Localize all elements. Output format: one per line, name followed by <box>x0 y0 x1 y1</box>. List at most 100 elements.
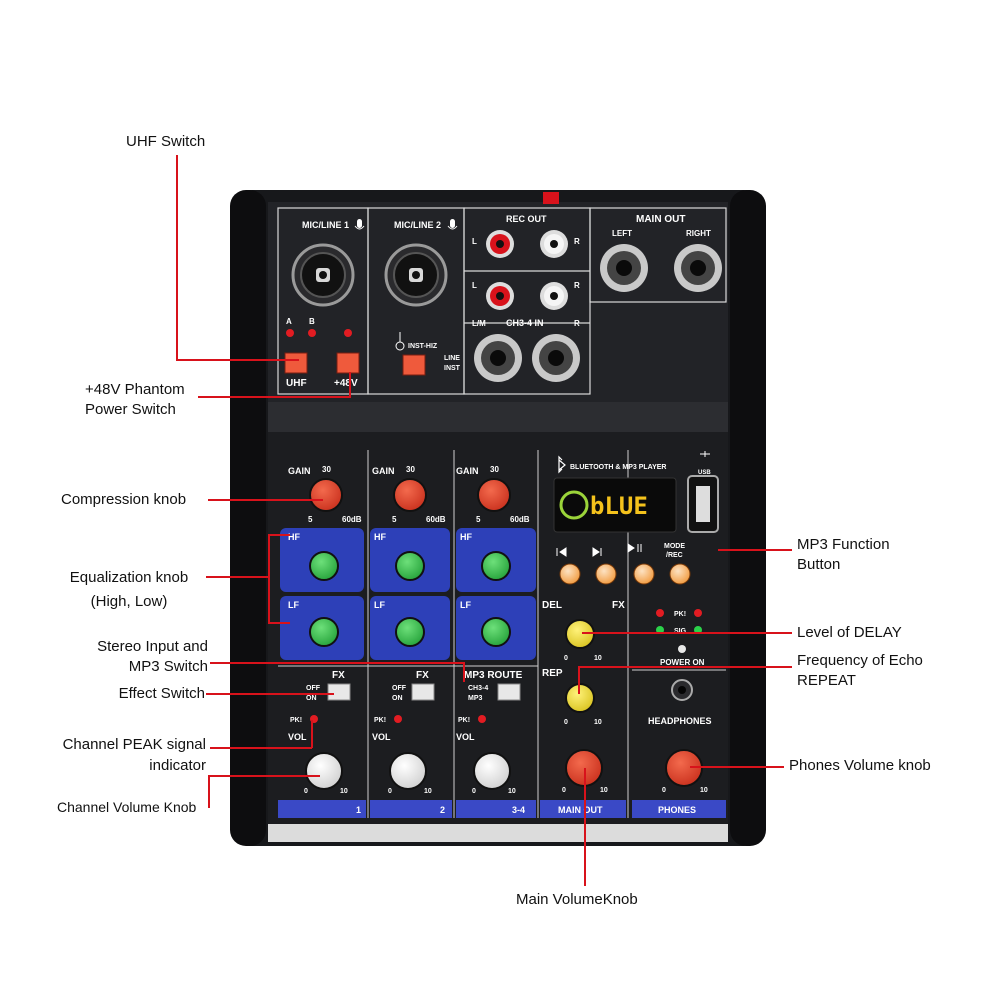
rca-in-right[interactable] <box>540 282 568 310</box>
vol10-ch2: 10 <box>424 788 432 795</box>
gain-30-ch2: 30 <box>406 465 415 474</box>
play-pause-icon <box>627 543 642 553</box>
main-out-label: MAIN OUT <box>636 214 685 225</box>
rep-0: 0 <box>564 719 568 726</box>
callout-phantom-line2: Power Switch <box>85 401 176 418</box>
rca-rec-out-right[interactable] <box>540 230 568 258</box>
callout-peak-line2: indicator <box>149 757 206 774</box>
line-inst-switch[interactable] <box>402 354 426 376</box>
led-a-label: A <box>286 317 292 326</box>
lf-label-ch1: LF <box>288 600 299 610</box>
leader-volume-v <box>208 775 210 807</box>
gain-5-ch2: 5 <box>392 515 397 524</box>
lf-label-ch34: LF <box>460 600 471 610</box>
mic-icon <box>354 219 365 230</box>
strip-ch34 <box>456 800 536 818</box>
leader-volume-h <box>208 775 320 777</box>
eq-hf-knob-ch1[interactable] <box>309 551 339 581</box>
eq-lf-knob-ch2[interactable] <box>395 617 425 647</box>
mv-10: 10 <box>600 787 608 794</box>
play-pause-button[interactable] <box>633 563 655 585</box>
bottom-edge <box>268 824 728 842</box>
fx-switch-ch2[interactable] <box>411 683 435 701</box>
bt-title: BLUETOOTH & MP3 PLAYER <box>570 464 666 471</box>
leader-stereo-h <box>210 662 465 664</box>
mp3-display <box>553 477 677 533</box>
strip-label-2: 2 <box>440 805 445 815</box>
jack-ch34-right[interactable] <box>532 334 580 382</box>
jack-main-left[interactable] <box>600 244 648 292</box>
strip-label-1: 1 <box>356 805 361 815</box>
callout-eq: Equalization knob (High, Low) <box>54 568 204 612</box>
vol-knob-ch1[interactable] <box>305 752 343 790</box>
gain-60-ch2: 60dB <box>426 515 446 524</box>
repeat-knob[interactable] <box>565 683 595 713</box>
delay-knob[interactable] <box>565 619 595 649</box>
callout-stereo-line2: MP3 Switch <box>128 658 208 675</box>
fx-off-ch2: OFF <box>392 685 407 692</box>
front-grid <box>278 450 629 818</box>
jack-main-right[interactable] <box>674 244 722 292</box>
uhf-switch[interactable] <box>284 352 308 374</box>
rec-label: /REC <box>666 552 683 559</box>
gain-knob-ch34[interactable] <box>477 478 511 512</box>
mode-rec-button[interactable] <box>669 563 691 585</box>
display-text: bLUE <box>590 492 648 520</box>
next-icon <box>592 547 602 557</box>
fx-label-ch2: FX <box>416 670 429 681</box>
eq-lf-knob-ch1[interactable] <box>309 617 339 647</box>
leader-mp3-function <box>718 549 792 551</box>
guitar-icon <box>395 332 405 351</box>
callout-phantom: +48V Phantom Power Switch <box>85 380 185 420</box>
vol-knob-ch2[interactable] <box>389 752 427 790</box>
gain-30-ch1: 30 <box>322 465 331 474</box>
inst-hiz-label: INST-HIZ <box>408 343 438 350</box>
p48-label: +48V <box>334 378 358 389</box>
fx-switch-ch1[interactable] <box>327 683 351 701</box>
gain-label-ch34: GAIN <box>456 466 479 476</box>
jack-ch34-left[interactable] <box>474 334 522 382</box>
headphones-jack[interactable] <box>671 679 693 701</box>
leader-volume-dot <box>208 806 210 808</box>
callout-ch-volume: Channel Volume Knob <box>57 799 197 815</box>
strip-ch1 <box>278 800 366 818</box>
sig-label: SIG <box>674 628 687 635</box>
in-l-label: L <box>472 281 477 290</box>
xlr-jack-1[interactable] <box>291 243 355 307</box>
vol10-ch34: 10 <box>508 788 516 795</box>
top-clip <box>543 192 559 204</box>
xlr-jack-2[interactable] <box>384 243 448 307</box>
vol-knob-ch34[interactable] <box>473 752 511 790</box>
eq-lf-knob-ch34[interactable] <box>481 617 511 647</box>
next-button[interactable] <box>595 563 617 585</box>
mode-label: MODE <box>664 543 685 550</box>
leader-peak-h <box>210 747 312 749</box>
leader-eq-v <box>268 534 270 624</box>
leader-uhf-h <box>176 359 299 361</box>
gain-knob-ch2[interactable] <box>393 478 427 512</box>
leader-eq-h <box>206 576 268 578</box>
callout-stereo: Stereo Input and MP3 Switch <box>40 637 208 677</box>
callout-main-volume: Main VolumeKnob <box>516 891 638 908</box>
rca-in-left[interactable] <box>486 282 514 310</box>
in-r-label: R <box>574 281 580 290</box>
callout-compression: Compression knob <box>61 491 187 508</box>
pk-label-ch2: PK! <box>374 717 386 724</box>
hf-label-ch2: HF <box>374 532 386 542</box>
prev-icon <box>556 547 567 557</box>
eq-hf-knob-ch34[interactable] <box>481 551 511 581</box>
gain-30-ch34: 30 <box>490 465 499 474</box>
rep-label: REP <box>542 668 563 679</box>
eq-hf-knob-ch2[interactable] <box>395 551 425 581</box>
fx-off-ch1: OFF <box>306 685 321 692</box>
prev-button[interactable] <box>559 563 581 585</box>
vol10-ch1: 10 <box>340 788 348 795</box>
callout-effect: Effect Switch <box>118 685 205 702</box>
callout-peak: Channel PEAK signal indicator <box>20 735 206 776</box>
phantom-48v-switch[interactable] <box>336 352 360 374</box>
gain-label-ch1: GAIN <box>288 466 311 476</box>
rca-rec-out-left[interactable] <box>486 230 514 258</box>
gain-knob-ch1[interactable] <box>309 478 343 512</box>
phones-volume-knob[interactable] <box>665 749 703 787</box>
mp3-route-switch[interactable] <box>497 683 521 701</box>
